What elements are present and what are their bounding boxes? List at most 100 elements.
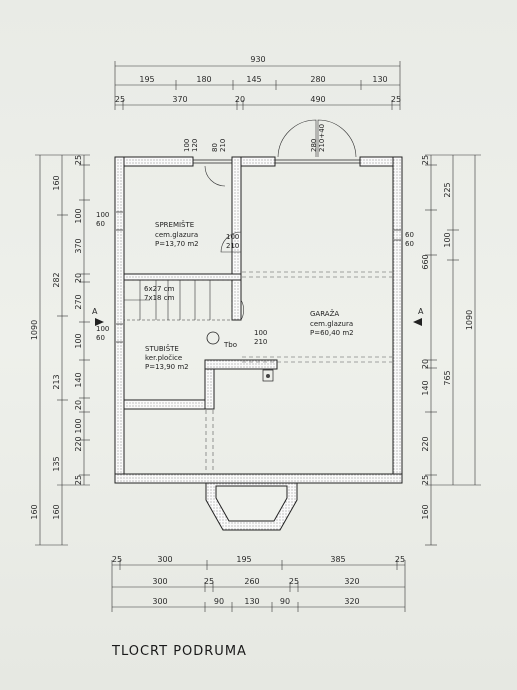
dim-bot-r2-4: 25 (289, 577, 299, 586)
right-dimension-texts: 25 225 100 660 20 140 765 220 25 160 109… (421, 155, 474, 520)
dim-left-inner-9: 220 (74, 436, 83, 451)
dim-bot-r2-5: 320 (344, 577, 359, 586)
door-storage-h: 210 (226, 242, 239, 250)
dim-bot-r1-3: 195 (236, 555, 251, 564)
dim-right-6: 20 (421, 359, 430, 369)
openings (116, 159, 401, 343)
room-stair-floor: ker.pločice (145, 354, 182, 362)
win-left-top-h: 60 (96, 220, 105, 228)
left-dimension-texts: 1090 160 160 282 213 135 160 25 100 370 … (30, 155, 83, 520)
dim-right-10: 25 (421, 475, 430, 485)
dim-top-r2-2: 180 (196, 75, 211, 84)
dim-bot-r3-5: 320 (344, 597, 359, 606)
chimney-icon (262, 369, 274, 382)
dim-top-r3-3: 20 (235, 95, 245, 104)
win-right-top-w: 60 (405, 231, 414, 239)
dim-bot-r1-5: 25 (395, 555, 405, 564)
garage-door-w: 280 (310, 139, 318, 152)
dim-bot-r3-2: 90 (214, 597, 224, 606)
door-stair-w: 100 (254, 329, 267, 337)
dim-bot-r2-2: 25 (204, 577, 214, 586)
dim-top-r2-5: 130 (372, 75, 387, 84)
room-storage-area: P=13,70 m2 (155, 240, 199, 248)
dim-top-total: 930 (250, 55, 265, 64)
stair-note-2: 7x18 cm (144, 294, 175, 302)
dim-left-mid-5: 160 (52, 504, 61, 519)
outer-walls (114, 156, 403, 531)
chimney-dot (266, 374, 270, 378)
dim-left-mid-3: 213 (52, 374, 61, 389)
top-dimension-lines (114, 61, 401, 110)
dim-left-outer-bottom: 160 (30, 504, 39, 519)
room-garage: GARAŽA cem.glazura P=60,40 m2 (310, 309, 354, 337)
top-win2-w: 80 (211, 143, 219, 152)
boiler-label: Tbo (223, 341, 237, 349)
dim-left-mid-2: 282 (52, 272, 61, 287)
dim-left-inner-8: 140 (74, 372, 83, 387)
dim-top-r3-2: 370 (172, 95, 187, 104)
section-label-left: A (92, 307, 98, 316)
room-stair: STUBIŠTE ker.pločice P=13,90 m2 (145, 344, 189, 371)
dim-bot-r1-2: 300 (157, 555, 172, 564)
dim-right-3: 100 (443, 232, 452, 247)
staircase (123, 279, 233, 321)
dim-left-inner-10: 100 (74, 418, 83, 433)
dim-left-inner-7: 20 (74, 400, 83, 410)
dim-left-inner-11: 25 (74, 475, 83, 485)
dim-bot-r1-1: 25 (112, 555, 122, 564)
section-markers: A A (92, 307, 424, 326)
room-garage-area: P=60,40 m2 (310, 329, 354, 337)
room-storage-floor: cem.glazura (155, 231, 198, 239)
left-dimension-lines (35, 154, 90, 546)
dim-bot-r3-1: 300 (152, 597, 167, 606)
dim-left-inner-6: 100 (74, 333, 83, 348)
dim-left-inner-2: 100 (74, 208, 83, 223)
dim-bot-r2-1: 300 (152, 577, 167, 586)
dim-top-r2-3: 145 (246, 75, 261, 84)
room-stair-name: STUBIŠTE (145, 344, 179, 353)
dim-left-outer: 1090 (30, 320, 39, 340)
top-win1-h: 120 (191, 139, 199, 152)
win-left-mid-w: 100 (96, 325, 109, 333)
boiler-icon (206, 331, 220, 345)
dim-bot-r3-4: 90 (280, 597, 290, 606)
dim-right-8: 765 (443, 370, 452, 385)
dim-right-9: 220 (421, 436, 430, 451)
door-stair-h: 210 (254, 338, 267, 346)
room-garage-floor: cem.glazura (310, 320, 353, 328)
dim-right-1: 25 (421, 155, 430, 165)
dim-top-r3-4: 490 (310, 95, 325, 104)
dim-right-5: 660 (421, 254, 430, 269)
right-dimension-lines (425, 154, 481, 546)
dim-right-7: 140 (421, 380, 430, 395)
dim-left-inner-3: 370 (74, 238, 83, 253)
section-label-right: A (418, 307, 424, 316)
dim-left-mid-1: 160 (52, 175, 61, 190)
dim-left-inner-4: 20 (74, 273, 83, 283)
bottom-dimension-lines (111, 560, 406, 612)
dim-top-r3-1: 25 (115, 95, 125, 104)
room-storage: SPREMIŠTE cem.glazura P=13,70 m2 (155, 220, 199, 248)
dim-bot-r3-3: 130 (244, 597, 259, 606)
dim-right-outer: 1090 (465, 310, 474, 330)
dim-right-11: 160 (421, 504, 430, 519)
garage-door-swing (204, 119, 357, 321)
door-storage-w: 100 (226, 233, 239, 241)
win-left-top-w: 100 (96, 211, 109, 219)
dim-bot-r1-4: 385 (330, 555, 345, 564)
dim-top-r2-4: 280 (310, 75, 325, 84)
dim-bot-r2-3: 260 (244, 577, 259, 586)
garage-beams (205, 271, 392, 472)
dim-right-2: 225 (443, 182, 452, 197)
dim-left-mid-4: 135 (52, 456, 61, 471)
room-stair-area: P=13,90 m2 (145, 363, 189, 371)
dim-top-r2-1: 195 (139, 75, 154, 84)
top-win1-w: 100 (183, 139, 191, 152)
win-left-mid-h: 60 (96, 334, 105, 342)
garage-door-h: 210+40 (318, 124, 326, 152)
win-right-top-h: 60 (405, 240, 414, 248)
stair-note-1: 6x27 cm (144, 285, 175, 293)
room-garage-name: GARAŽA (310, 309, 339, 318)
